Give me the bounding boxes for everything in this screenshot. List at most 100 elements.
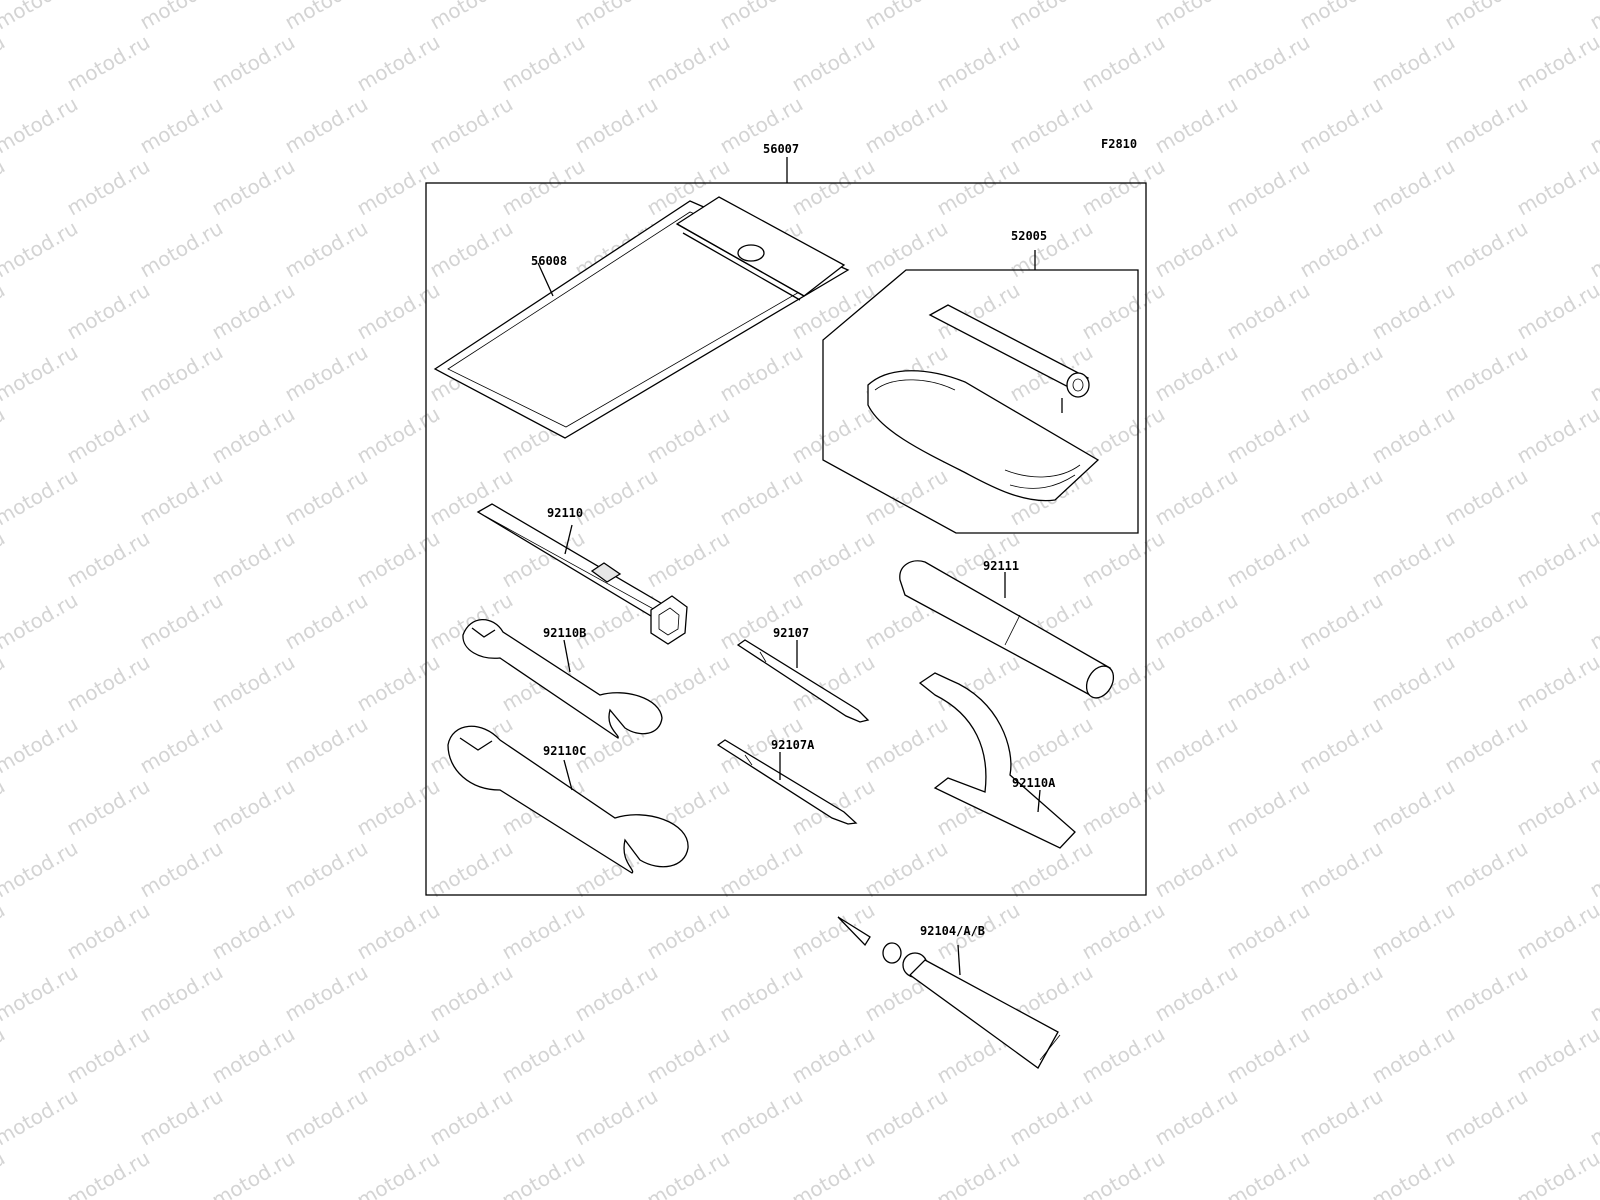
label-92107A[interactable]: 92107A [771, 738, 815, 752]
watermark-text: motod.ru [1368, 30, 1459, 97]
watermark-text: motod.ru [353, 154, 444, 221]
watermark-text: motod.ru [63, 650, 154, 717]
watermark-text: motod.ru [1078, 898, 1169, 965]
watermark-text: motod.ru [0, 650, 9, 717]
watermark-text: motod.ru [136, 712, 227, 779]
watermark-text: motod.ru [208, 774, 299, 841]
watermark-text: motod.ru [1586, 588, 1600, 655]
open-end-wrench-92110C[interactable] [447, 725, 689, 874]
watermark-text: motod.ru [1368, 402, 1459, 469]
watermark-text: motod.ru [716, 960, 807, 1027]
grease-tube-92104[interactable] [837, 916, 1061, 1069]
watermark-text: motod.ru [1223, 526, 1314, 593]
label-56008[interactable]: 56008 [531, 254, 567, 268]
watermark-text: motod.ru [0, 154, 9, 221]
watermark-text: motod.ru [571, 92, 662, 159]
watermark-text: motod.ru [1006, 0, 1097, 34]
watermark-text: motod.ru [861, 0, 952, 34]
watermark-text: motod.ru [281, 0, 372, 34]
watermark-text: motod.ru [353, 1146, 444, 1200]
watermark-text: motod.ru [1078, 1146, 1169, 1200]
watermark-text: motod.ru [426, 92, 517, 159]
screwdriver-92107A[interactable] [716, 739, 858, 825]
watermark-text: motod.ru [1223, 402, 1314, 469]
tool-bag-56008[interactable] [433, 196, 850, 439]
watermark-text: motod.ru [716, 836, 807, 903]
label-52005[interactable]: 52005 [1011, 229, 1047, 243]
label-92110B[interactable]: 92110B [543, 626, 586, 640]
watermark-text: motod.ru [1368, 1146, 1459, 1200]
watermark-text: motod.ru [1441, 464, 1532, 531]
label-92110[interactable]: 92110 [547, 506, 583, 520]
watermark-text: motod.ru [861, 836, 952, 903]
watermark-text: motod.ru [1078, 154, 1169, 221]
watermark-text: motod.ru [353, 774, 444, 841]
label-92111[interactable]: 92111 [983, 559, 1019, 573]
watermark-text: motod.ru [1368, 154, 1459, 221]
handle-92111[interactable] [899, 560, 1119, 703]
hook-wrench-92110A[interactable] [918, 672, 1076, 849]
watermark-text: motod.ru [1513, 278, 1600, 345]
kit-frame [425, 157, 1147, 896]
label-92110A[interactable]: 92110A [1012, 776, 1056, 790]
watermark-text: motod.ru [1078, 30, 1169, 97]
watermark-text: motod.ru [1368, 898, 1459, 965]
box-wrench-92110[interactable] [476, 503, 688, 645]
watermark-text: motod.ru [1223, 1022, 1314, 1089]
watermark-text: motod.ru [281, 588, 372, 655]
watermark-text: motod.ru [1586, 960, 1600, 1027]
watermark-text: motod.ru [136, 960, 227, 1027]
watermark-text: motod.ru [136, 588, 227, 655]
watermark-text: motod.ru [281, 340, 372, 407]
watermark-text: motod.ru [1513, 154, 1600, 221]
open-end-wrench-92110B[interactable] [462, 618, 663, 739]
watermark-text: motod.ru [1368, 278, 1459, 345]
label-92110C[interactable]: 92110C [543, 744, 586, 758]
watermark-text: motod.ru [1513, 402, 1600, 469]
watermark-text: motod.ru [861, 464, 952, 531]
watermark-text: motod.ru [353, 1022, 444, 1089]
watermark-text: motod.ru [1006, 92, 1097, 159]
watermark-text: motod.ru [1151, 464, 1242, 531]
watermark-text: motod.ru [0, 216, 82, 283]
watermark-text: motod.ru [281, 712, 372, 779]
watermark-text: motod.ru [353, 30, 444, 97]
watermark-text: motod.ru [1586, 1084, 1600, 1151]
watermark-text: motod.ru [281, 216, 372, 283]
watermark-text: motod.ru [1441, 216, 1532, 283]
watermark-text: motod.ru [1006, 836, 1097, 903]
watermark-text: motod.ru [1513, 774, 1600, 841]
watermark-text: motod.ru [498, 1022, 589, 1089]
watermark-text: motod.ru [1151, 712, 1242, 779]
watermark-text: motod.ru [1513, 1146, 1600, 1200]
watermark-text: motod.ru [643, 898, 734, 965]
label-56007[interactable]: 56007 [763, 142, 799, 156]
watermark-text: motod.ru [788, 30, 879, 97]
watermark-text: motod.ru [571, 0, 662, 34]
watermark-text: motod.ru [643, 526, 734, 593]
watermark-text: motod.ru [1586, 216, 1600, 283]
pump-kit-52005[interactable] [822, 250, 1139, 534]
watermark-text: motod.ru [208, 402, 299, 469]
watermark-text: motod.ru [353, 898, 444, 965]
label-92107[interactable]: 92107 [773, 626, 809, 640]
watermark-text: motod.ru [63, 526, 154, 593]
watermark-text: motod.ru [0, 526, 9, 593]
watermark-text: motod.ru [788, 1022, 879, 1089]
watermark-text: motod.ru [1368, 650, 1459, 717]
label-92104AB[interactable]: 92104/A/B [920, 924, 985, 938]
watermark-text: motod.ru [1223, 774, 1314, 841]
watermark-text: motod.ru [426, 836, 517, 903]
watermark-text: motod.ru [0, 1084, 82, 1151]
watermark-text: motod.ru [861, 92, 952, 159]
watermark-text: motod.ru [643, 30, 734, 97]
watermark-text: motod.ru [0, 712, 82, 779]
watermark-text: motod.ru [1006, 712, 1097, 779]
watermark-text: motod.ru [1151, 836, 1242, 903]
watermark-text: motod.ru [63, 154, 154, 221]
watermark-text: motod.ru [1151, 0, 1242, 34]
watermark-text: motod.ru [1586, 464, 1600, 531]
watermark-text: motod.ru [0, 464, 82, 531]
watermark-text: motod.ru [861, 712, 952, 779]
screwdriver-92107[interactable] [736, 639, 870, 723]
